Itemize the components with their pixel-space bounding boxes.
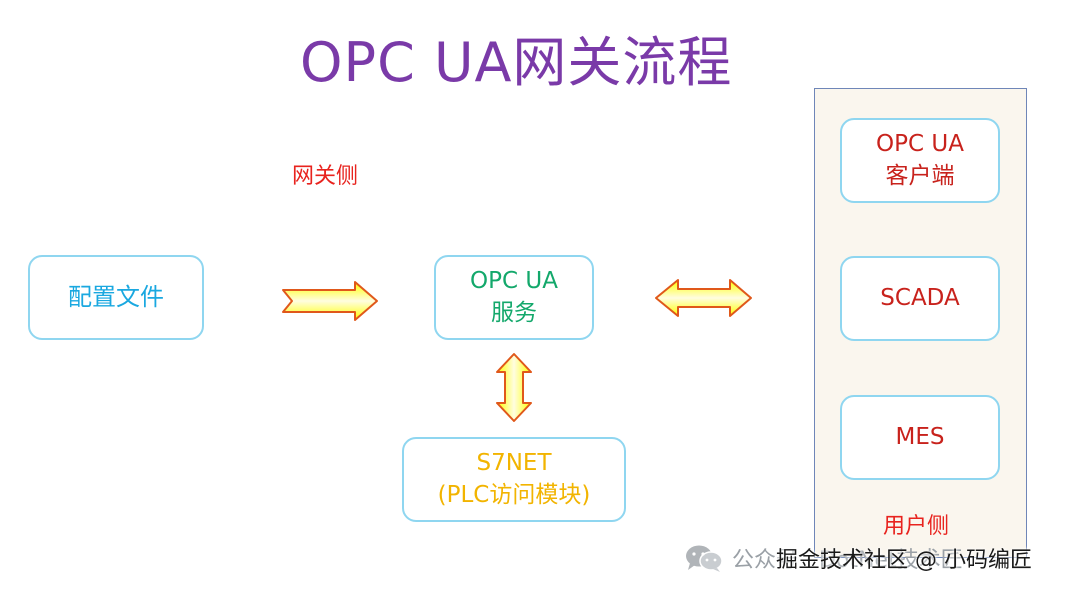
opcua-client-line2: 客户端 <box>885 162 955 189</box>
config-file-box: 配置文件 <box>28 255 204 340</box>
opcua-service-line1: OPC UA <box>470 268 558 295</box>
user-side-label: 用户侧 <box>883 514 950 539</box>
watermark-account: 公众号 · DotNet技术匠 <box>732 548 963 573</box>
arrow-service-to-s7net <box>496 353 532 422</box>
s7net-line1: S7NET <box>476 450 552 477</box>
opcua-client-box: OPC UA 客户端 <box>840 118 1000 203</box>
config-file-label: 配置文件 <box>68 283 164 312</box>
diagram-title: OPC UA网关流程 <box>300 31 733 94</box>
s7net-line2: (PLC访问模块) <box>437 481 591 508</box>
gateway-side-label: 网关侧 <box>292 164 359 189</box>
opcua-service-line2: 服务 <box>491 299 537 326</box>
wechat-icon <box>686 545 723 572</box>
mes-box: MES <box>840 395 1000 480</box>
arrow-config-to-service <box>282 281 378 321</box>
watermark: 公众号 · DotNet技术匠 掘金技术社区 @ 小码编匠 <box>684 540 1032 576</box>
arrow-service-to-user-side <box>655 279 752 317</box>
scada-box: SCADA <box>840 256 1000 341</box>
mes-label: MES <box>895 423 945 450</box>
opcua-service-box: OPC UA 服务 <box>434 255 594 340</box>
scada-label: SCADA <box>880 284 960 311</box>
s7net-box: S7NET (PLC访问模块) <box>402 437 626 522</box>
opcua-client-line1: OPC UA <box>876 131 964 158</box>
watermark-credit: 掘金技术社区 @ 小码编匠 <box>776 548 1032 573</box>
